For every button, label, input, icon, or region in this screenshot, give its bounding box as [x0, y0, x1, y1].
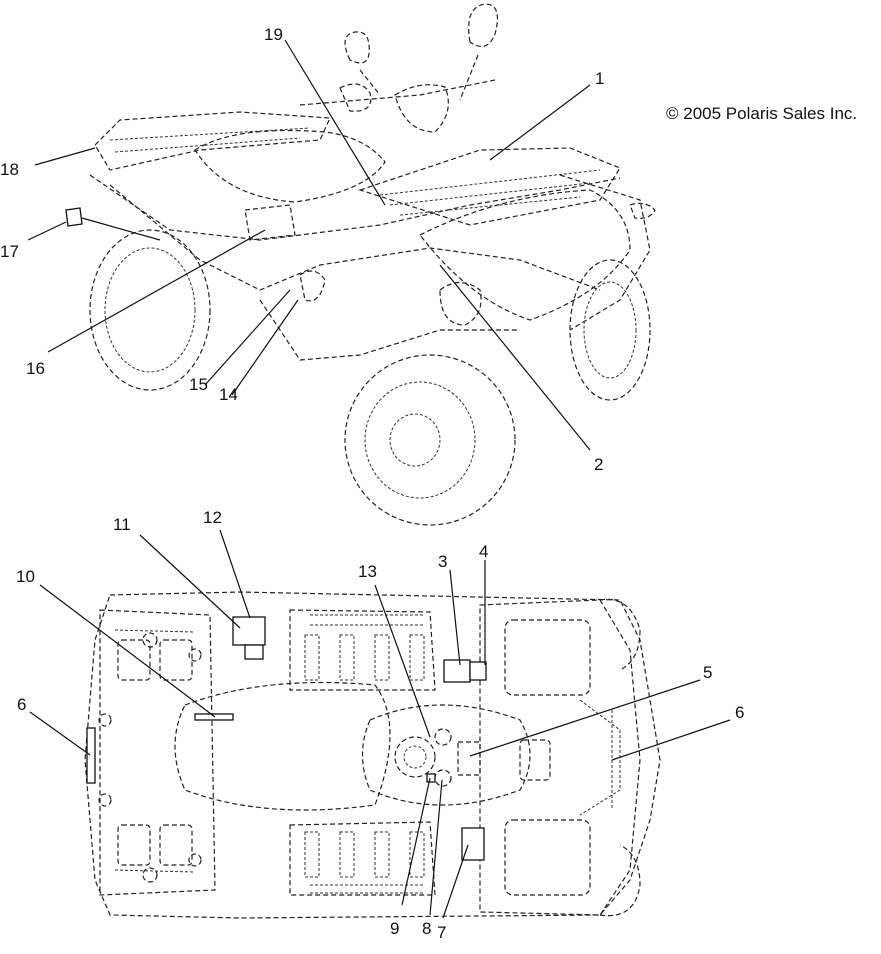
callout-11: 11	[113, 515, 131, 534]
callout-labels: 1 2 3 4 5 6 6 7 8 9 10 11 12 13 14 15 16…	[0, 25, 744, 942]
callout-2: 2	[594, 455, 603, 474]
atv-top-down-view	[84, 591, 661, 919]
callout-13: 13	[358, 562, 377, 581]
callout-leaders-top	[27, 39, 591, 451]
callout-14: 14	[219, 385, 238, 404]
callout-8: 8	[422, 919, 431, 938]
callout-6-rear: 6	[17, 695, 26, 714]
callout-12: 12	[203, 508, 222, 527]
callout-1: 1	[595, 69, 604, 88]
callout-3: 3	[438, 552, 447, 571]
callout-leaders-bottom	[29, 529, 731, 919]
copyright-notice: © 2005 Polaris Sales Inc.	[666, 104, 858, 123]
callout-18: 18	[0, 160, 19, 179]
callout-6-front: 6	[735, 703, 744, 722]
atv-perspective-view	[65, 3, 656, 526]
callout-15: 15	[189, 375, 208, 394]
callout-5: 5	[703, 663, 712, 682]
callout-17: 17	[0, 242, 19, 261]
callout-4: 4	[479, 542, 488, 561]
callout-7: 7	[437, 923, 446, 942]
callout-10: 10	[16, 567, 35, 586]
callout-9: 9	[390, 919, 399, 938]
callout-16: 16	[26, 359, 45, 378]
callout-19: 19	[264, 25, 283, 44]
